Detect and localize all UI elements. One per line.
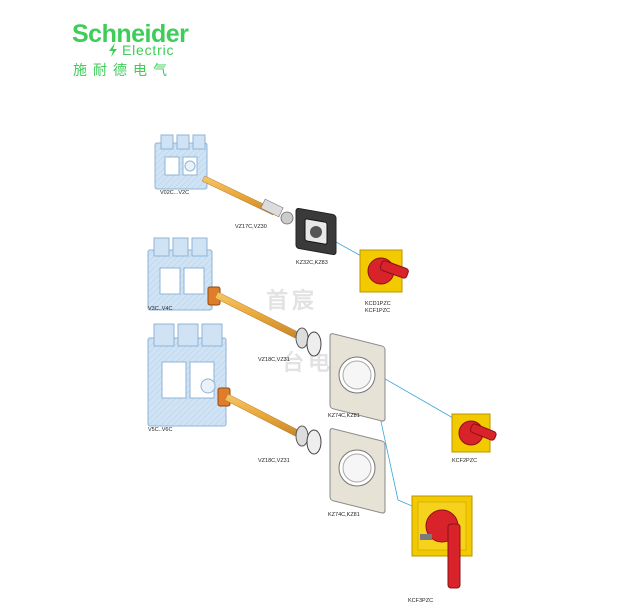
- label-vz17c: VZ17C,VZ30: [235, 224, 267, 230]
- leader-line-2: [379, 375, 461, 423]
- switch-v3c: [147, 237, 213, 311]
- handle-kcd1pzc: [359, 249, 409, 293]
- handle-kcf2pzc: [451, 413, 497, 453]
- label-kcd1pzc: KCD1PZC: [365, 301, 391, 307]
- brand-logo-text: Schneider: [72, 20, 189, 48]
- watermark-line-1: 首宸: [266, 289, 319, 314]
- brand-logo-subtext: Electric: [122, 42, 175, 58]
- label-v02c: V02C...V2C: [160, 190, 190, 196]
- brand-logo-chinese: 施耐德电气: [73, 63, 173, 79]
- shaft-1: [201, 175, 294, 225]
- label-kz74c-upper: KZ74C,KZ81: [328, 413, 360, 419]
- label-vz18c-lower: VZ18C,VZ31: [258, 458, 290, 464]
- shaft-2: [214, 291, 322, 357]
- label-vz18c-upper: VZ18C,VZ31: [258, 357, 290, 363]
- label-kcf2pzc: KCF2PZC: [452, 458, 478, 464]
- brand-logo-icon: [109, 43, 117, 57]
- label-kcf3pzc: KCF3PZC: [408, 598, 434, 604]
- switch-v5c: [147, 323, 227, 427]
- label-kz32c: KZ32C,KZ83: [296, 260, 328, 266]
- plate-kz74c-lower: [329, 428, 386, 514]
- bezel-kz32c: [295, 207, 337, 256]
- switch-v02c: [154, 134, 208, 190]
- shaft-3: [224, 393, 322, 455]
- plate-kz74c-upper: [329, 333, 386, 422]
- watermark-line-2: 台电: [282, 351, 335, 376]
- handle-kcf3pzc: [411, 495, 473, 589]
- label-v5c: V5C..V6C: [148, 427, 173, 433]
- label-kz74c-lower: KZ74C,KZ81: [328, 512, 360, 518]
- label-v3c: V3C..V4C: [148, 306, 173, 312]
- label-kcf1pzc: KCF1PZC: [365, 308, 391, 314]
